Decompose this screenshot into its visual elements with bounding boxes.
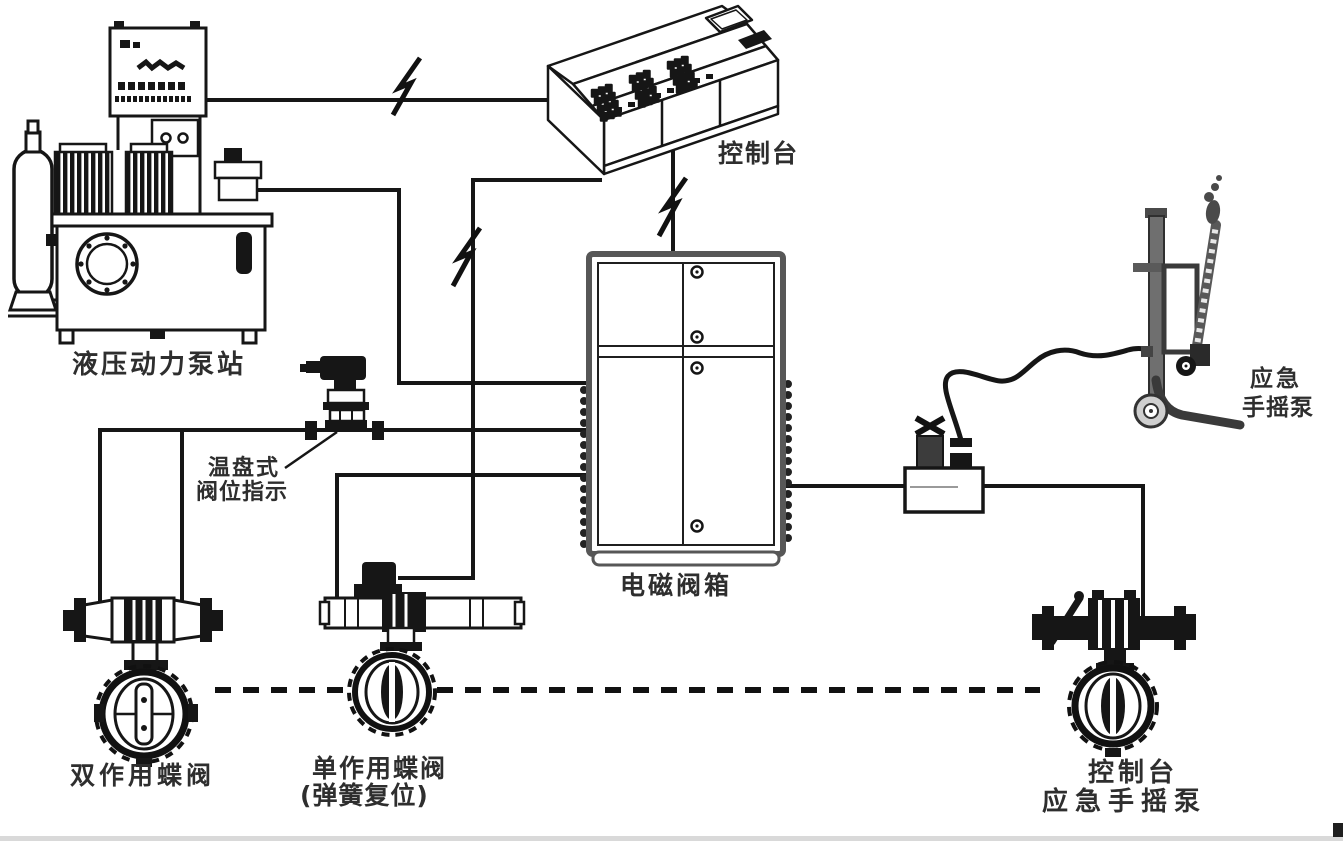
console-emergency-hand-pump-label-line2: 应急手摇泵 <box>1042 787 1208 817</box>
single-acting-butterfly-valve-label-line1: 单作用蝶阀 <box>312 754 448 783</box>
solenoid-valve-box-drawing <box>580 251 792 567</box>
hand-pump-connection-block-drawing <box>903 415 985 514</box>
hydraulic-power-unit-drawing <box>7 21 274 345</box>
console-emergency-hand-pump-label-line1: 控制台 <box>1088 758 1179 788</box>
double-acting-butterfly-valve-drawing <box>63 596 223 767</box>
electric-signal-bolt-icons <box>390 56 689 288</box>
control-console-drawing <box>546 4 780 176</box>
valve-position-indicator-label-line2: 阀位指示 <box>196 480 289 505</box>
page-corner-mark <box>1333 823 1343 837</box>
single-acting-butterfly-valve-drawing <box>318 562 526 737</box>
valve-position-indicator-label-line1: 温盘式 <box>208 456 281 481</box>
valve-position-indicator-drawing <box>284 356 384 470</box>
console-emergency-hand-pump-valve-drawing <box>1032 590 1196 757</box>
connection-lines <box>98 98 1145 618</box>
emergency-hand-pump-label-line2: 手摇泵 <box>1242 395 1314 421</box>
page-bottom-strip <box>0 836 1343 841</box>
control-console-label: 控制台 <box>718 139 800 168</box>
hydraulic-power-unit-label: 液压动力泵站 <box>72 350 247 380</box>
solenoid-valve-box-label: 电磁阀箱 <box>620 571 733 600</box>
double-acting-butterfly-valve-label: 双作用蝶阀 <box>70 761 216 790</box>
single-acting-butterfly-valve-label-line2: (弹簧复位) <box>300 781 429 810</box>
emergency-hand-pump-drawing <box>1133 175 1245 430</box>
hand-pump-hose <box>942 346 1159 443</box>
emergency-hand-pump-label-line1: 应急 <box>1250 366 1302 392</box>
